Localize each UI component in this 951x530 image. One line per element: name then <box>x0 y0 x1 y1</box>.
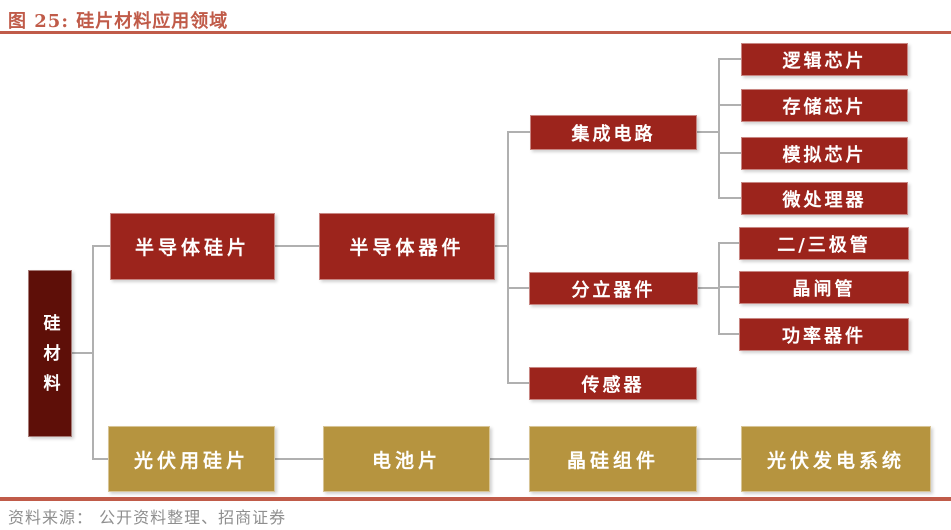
connector-line <box>93 245 110 247</box>
node-microprocessor: 微处理器 <box>741 182 908 215</box>
connector-line <box>507 287 529 289</box>
connector-line <box>72 352 93 354</box>
node-pv-system: 光伏发电系统 <box>741 426 931 492</box>
connector-line <box>718 242 739 244</box>
connector-line <box>718 197 741 199</box>
node-diode-triode: 二/三极管 <box>739 227 909 260</box>
connector-line <box>507 131 530 133</box>
node-semiconductor-wafer: 半导体硅片 <box>110 213 275 280</box>
connector-line <box>92 245 94 460</box>
node-thyristor: 晶闸管 <box>739 271 909 304</box>
node-silicon-material: 硅材料 <box>28 270 72 437</box>
node-semiconductor-device: 半导体器件 <box>319 213 495 280</box>
connector-line <box>697 458 741 460</box>
connector-line <box>275 458 323 460</box>
node-sensor: 传感器 <box>529 367 697 400</box>
connector-line <box>698 287 720 289</box>
node-solar-cell: 电池片 <box>323 426 490 492</box>
node-pv-wafer: 光伏用硅片 <box>108 426 275 492</box>
connector-line <box>697 131 720 133</box>
connector-line <box>718 286 739 288</box>
connector-line <box>507 382 529 384</box>
node-discrete-device: 分立器件 <box>529 272 698 305</box>
node-memory-chip: 存储芯片 <box>741 89 908 122</box>
connector-line <box>718 242 720 335</box>
connector-line <box>718 58 741 60</box>
connector-line <box>718 104 741 106</box>
connector-line <box>93 458 108 460</box>
connector-line <box>275 245 319 247</box>
connector-line <box>507 131 509 384</box>
node-integrated-circuit: 集成电路 <box>530 115 697 150</box>
figure-title: 图 25: 硅片材料应用领域 <box>8 11 229 32</box>
connector-line <box>718 333 739 335</box>
connector-line <box>495 245 509 247</box>
connector-line <box>490 458 529 460</box>
title-underline <box>0 31 951 34</box>
connector-line <box>718 152 741 154</box>
node-analog-chip: 模拟芯片 <box>741 137 908 170</box>
source-note: 资料来源： 公开资料整理、招商证券 <box>8 508 287 527</box>
connector-line <box>718 58 720 199</box>
node-logic-chip: 逻辑芯片 <box>741 43 908 76</box>
footer-rule <box>0 497 951 501</box>
node-power-device: 功率器件 <box>739 318 909 351</box>
node-si-module: 晶硅组件 <box>529 426 697 492</box>
